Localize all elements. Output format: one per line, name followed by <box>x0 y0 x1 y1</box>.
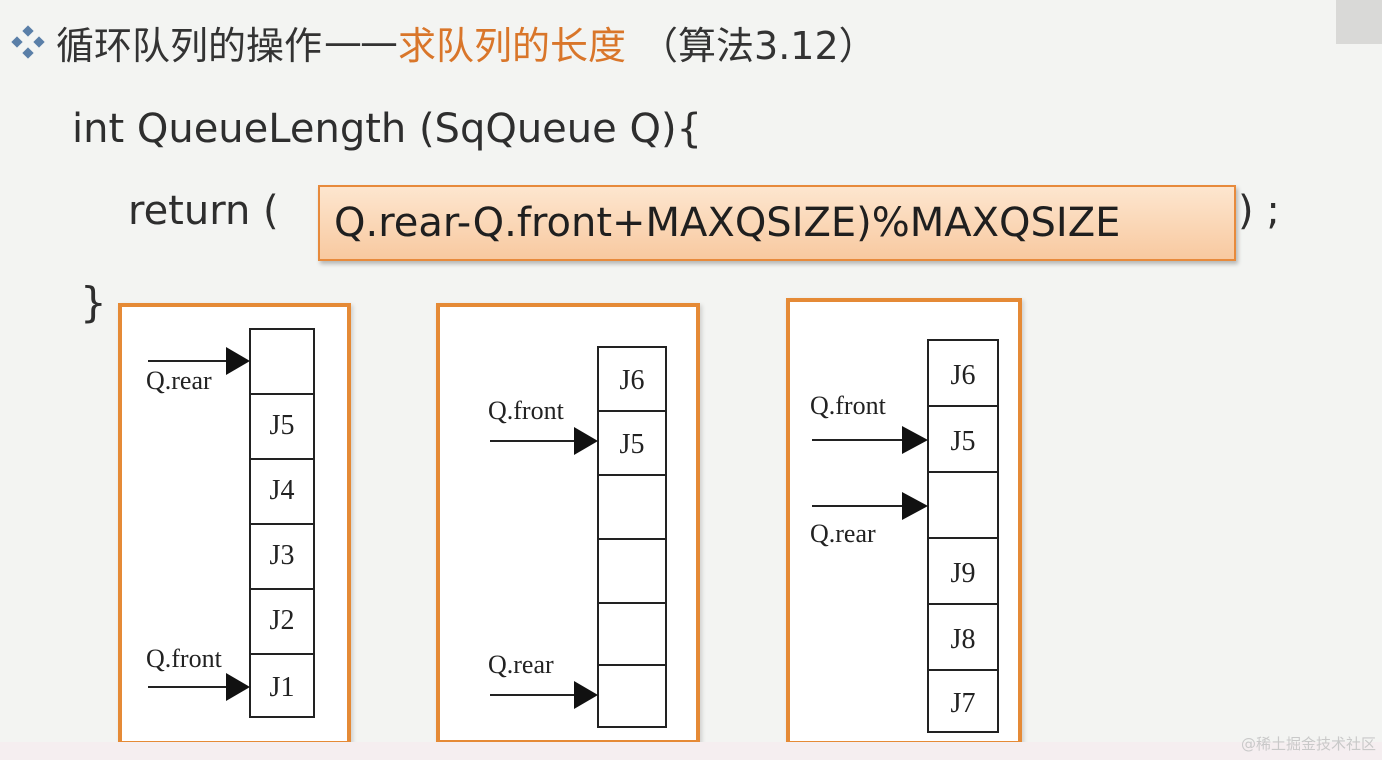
queue-cells: J6 J5 J9 J8 J7 <box>927 339 999 733</box>
queue-diagram-2-svg: J6 J5 Q.front Q.rear <box>488 346 667 728</box>
front-arrow-head <box>226 673 250 701</box>
cell-label: J2 <box>270 605 295 636</box>
queue-diagram-1: J5 J4 J3 J2 J1 Q.rear Q.front <box>118 303 351 745</box>
queue-cell <box>249 653 315 718</box>
rear-arrow-head <box>902 492 928 520</box>
queue-cell <box>927 405 999 473</box>
rear-pointer: Q.rear <box>146 347 250 395</box>
front-pointer-label: Q.front <box>488 396 565 425</box>
cell-label: J3 <box>270 540 295 571</box>
queue-cells: J6 J5 <box>597 346 667 728</box>
queue-cells: J5 J4 J3 J2 J1 <box>249 328 315 718</box>
front-pointer: Q.front <box>488 396 598 455</box>
queue-cell <box>597 474 667 540</box>
cell-label: J7 <box>951 688 976 719</box>
cell-label: J5 <box>270 410 295 441</box>
front-pointer: Q.front <box>146 644 250 701</box>
queue-cell <box>927 471 999 539</box>
queue-cell <box>927 603 999 671</box>
queue-cell <box>597 346 667 412</box>
cell-label: J9 <box>951 558 976 589</box>
queue-cell <box>249 458 315 525</box>
rear-pointer: Q.rear <box>488 650 598 709</box>
rear-arrow-head <box>226 347 250 375</box>
front-pointer: Q.front <box>810 391 928 454</box>
queue-cell <box>597 410 667 476</box>
queue-cell <box>927 339 999 407</box>
queue-diagram-3-svg: J6 J5 J9 J8 J7 Q.front Q.rear <box>810 339 999 733</box>
code-line-return-end: ) ; <box>1238 188 1280 234</box>
queue-cell <box>249 588 315 655</box>
rear-arrow-head <box>574 681 598 709</box>
queue-cell <box>927 537 999 605</box>
front-pointer-label: Q.front <box>146 644 223 673</box>
front-arrow-head <box>574 427 598 455</box>
cell-label: J1 <box>270 672 295 703</box>
corner-tab <box>1336 0 1382 44</box>
code-line-close-brace: } <box>80 278 107 327</box>
queue-diagram-3: J6 J5 J9 J8 J7 Q.front Q.rear <box>786 298 1022 745</box>
queue-cell <box>249 328 315 395</box>
cell-label: J8 <box>951 624 976 655</box>
code-line-return: return ( <box>128 188 279 234</box>
front-arrow-head <box>902 426 928 454</box>
cell-label: J4 <box>270 475 295 506</box>
rear-pointer-label: Q.rear <box>488 650 554 679</box>
code-line-signature: int QueueLength (SqQueue Q){ <box>72 106 702 152</box>
queue-diagram-1-svg: J5 J4 J3 J2 J1 Q.rear Q.front <box>146 328 315 718</box>
slide-title: 循环队列的操作 —— 求队列的长度 （算法3.12） <box>10 14 877 70</box>
cell-label: J5 <box>620 429 645 460</box>
rear-pointer: Q.rear <box>810 492 928 548</box>
title-highlight: 求队列的长度 <box>398 23 627 68</box>
front-pointer-label: Q.front <box>810 391 887 420</box>
watermark: @稀土掘金技术社区 <box>1240 735 1376 753</box>
diamond-dots-icon <box>11 25 45 59</box>
title-algorithm-ref: （算法3.12） <box>640 23 877 68</box>
queue-cell <box>249 393 315 460</box>
queue-diagram-2: J6 J5 Q.front Q.rear <box>436 303 700 744</box>
cell-label: J6 <box>620 365 645 396</box>
rear-pointer-label: Q.rear <box>810 519 876 548</box>
queue-cell <box>927 669 999 733</box>
title-dash: —— <box>324 20 398 64</box>
bottom-strip <box>0 742 1382 760</box>
queue-cell <box>597 602 667 666</box>
title-main: 循环队列的操作 <box>56 23 323 68</box>
rear-pointer-label: Q.rear <box>146 366 212 395</box>
cell-label: J6 <box>951 360 976 391</box>
cell-label: J5 <box>951 426 976 457</box>
queue-cell <box>597 664 667 728</box>
highlighted-expression: Q.rear-Q.front+MAXQSIZE)%MAXQSIZE <box>318 185 1236 261</box>
queue-cell <box>597 538 667 604</box>
